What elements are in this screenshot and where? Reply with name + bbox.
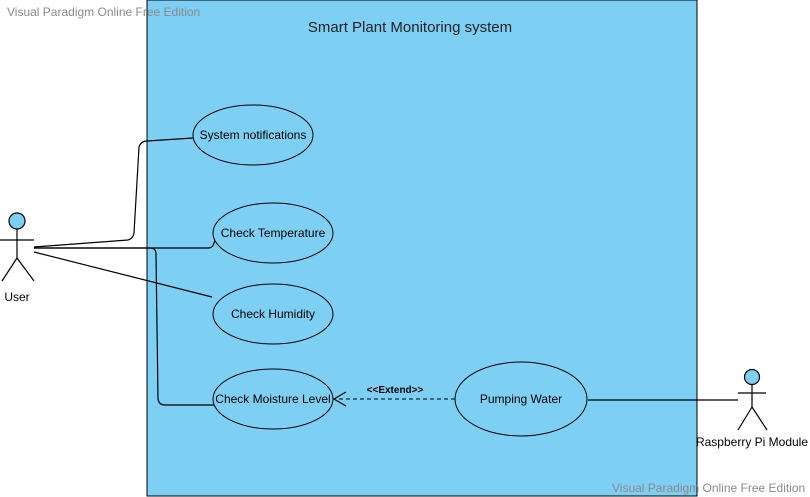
usecase-pumping-water-label: Pumping Water: [480, 392, 562, 406]
assoc-user-temperature[interactable]: [34, 236, 217, 249]
usecase-check-moisture-level-label: Check Moisture Level: [215, 392, 330, 406]
actor-user-head-icon: [8, 212, 26, 230]
usecase-check-temperature-label: Check Temperature: [221, 226, 326, 240]
system-title: Smart Plant Monitoring system: [308, 19, 512, 36]
extend-arrowhead: [332, 391, 347, 407]
usecase-check-moisture-level[interactable]: [212, 368, 334, 430]
assoc-user-notifications[interactable]: [33, 137, 194, 248]
assoc-user-moisture[interactable]: [34, 247, 214, 406]
watermark-top: Visual Paradigm Online Free Edition: [7, 5, 201, 19]
usecase-check-humidity-label: Check Humidity: [231, 307, 315, 321]
actor-user[interactable]: [0, 212, 35, 282]
extend-label: <<Extend>>: [367, 385, 424, 396]
actor-raspberry-label: Raspberry Pi Module: [696, 435, 808, 449]
usecase-check-humidity[interactable]: [212, 283, 334, 345]
actor-raspberry-pi[interactable]: [737, 368, 768, 431]
usecase-pumping-water[interactable]: [454, 361, 588, 437]
watermark-bottom: Visual Paradigm Online Free Edition: [612, 481, 806, 495]
usecase-system-notifications[interactable]: [192, 104, 314, 166]
usecase-system-notifications-label: System notifications: [200, 128, 307, 142]
usecase-check-temperature[interactable]: [212, 202, 334, 264]
assoc-user-humidity[interactable]: [33, 251, 213, 298]
actor-user-label: User: [4, 290, 29, 304]
actor-raspberry-head-icon: [743, 368, 761, 386]
